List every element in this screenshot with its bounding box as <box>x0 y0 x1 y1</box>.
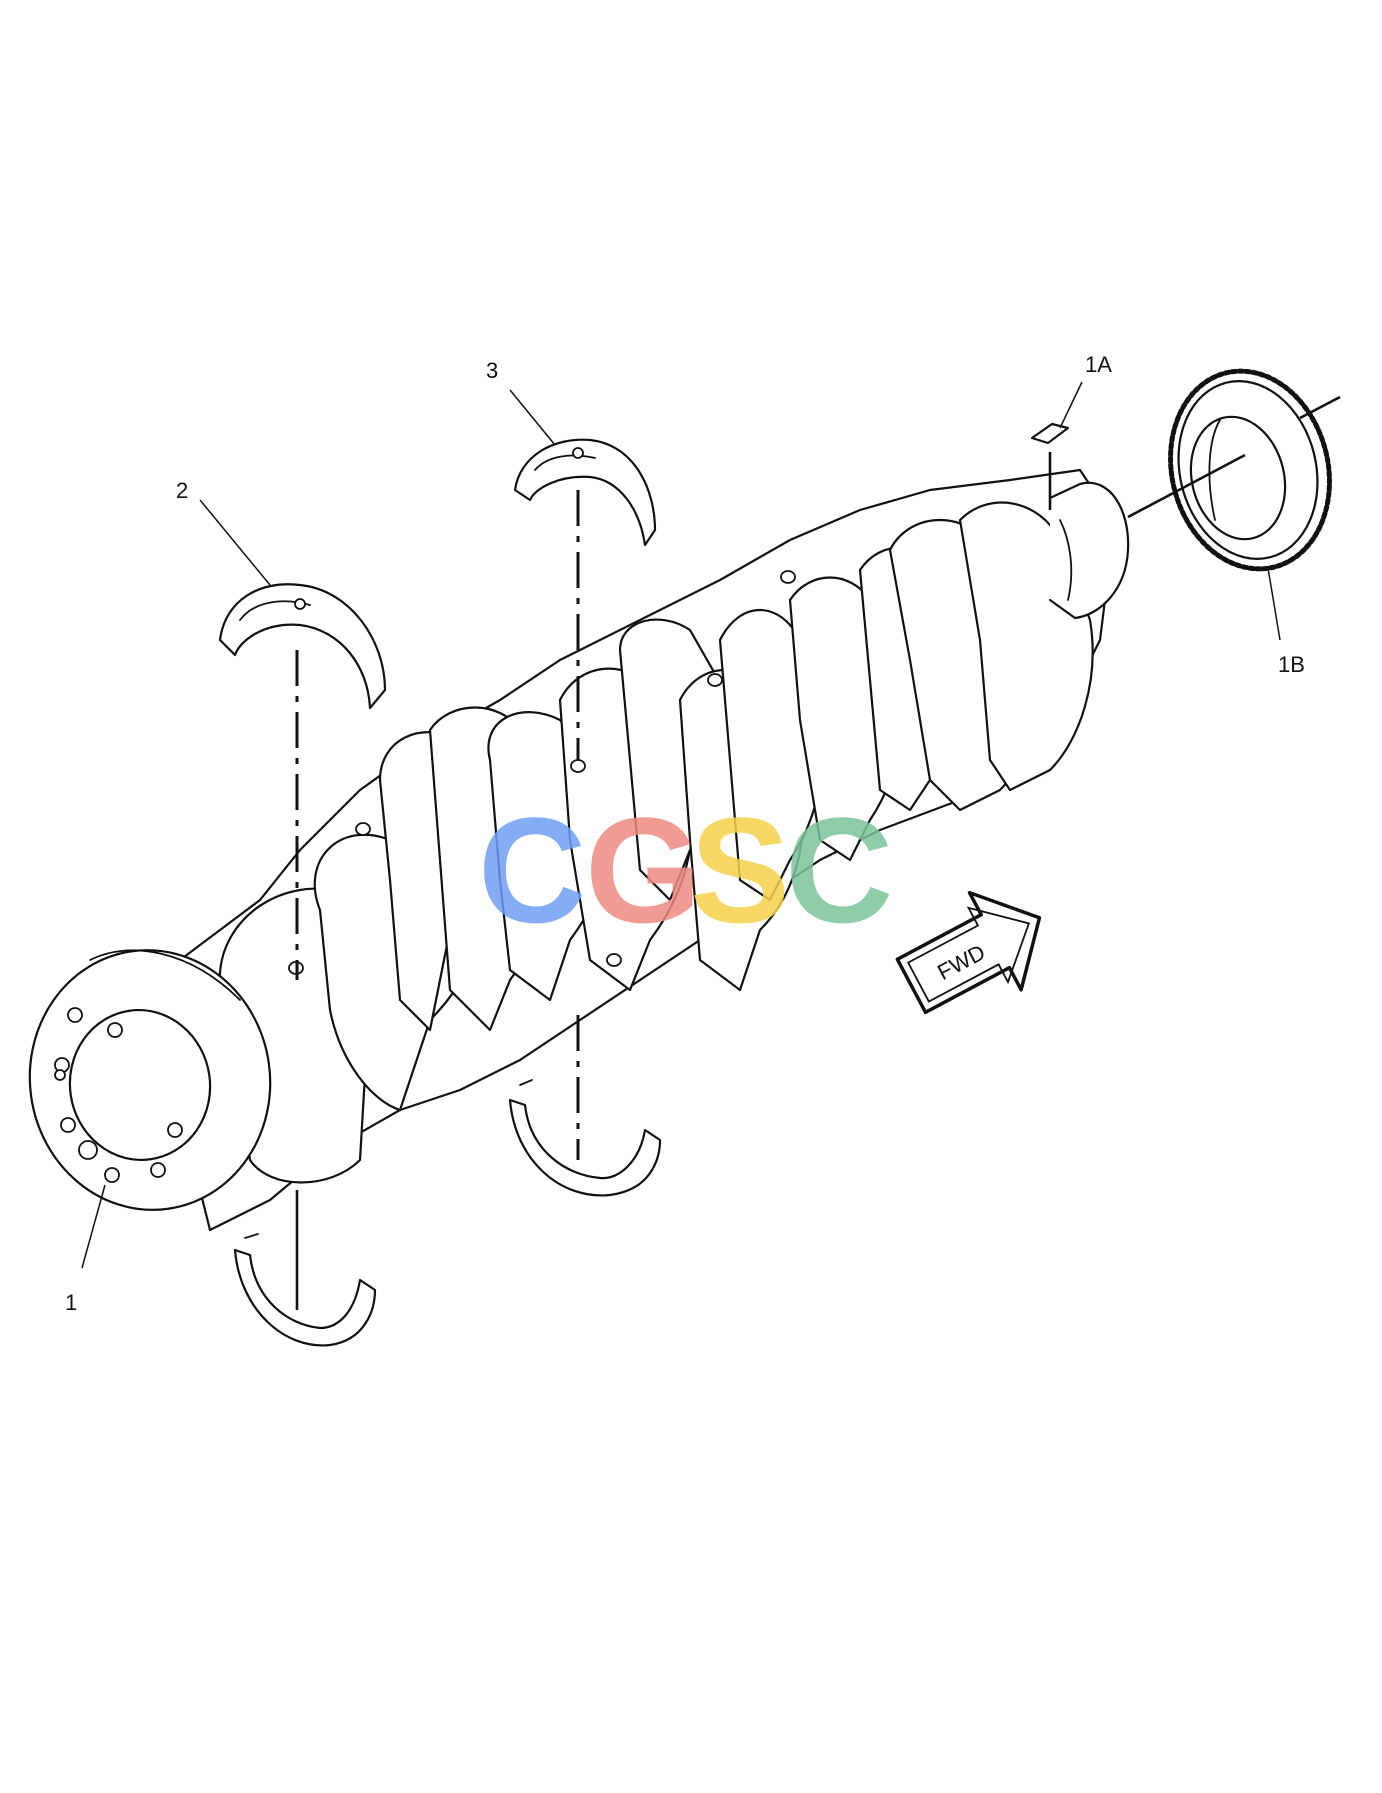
watermark-letter-c1: C <box>478 786 586 954</box>
leader-2 <box>199 499 271 586</box>
leader-1 <box>81 1184 106 1269</box>
crankshaft <box>28 468 1130 1232</box>
lower-bearing-center <box>508 1079 662 1197</box>
watermark-letter-g: G <box>585 786 702 954</box>
watermark: C G S C <box>478 786 893 954</box>
upper-bearing-thrust <box>218 583 387 710</box>
upper-bearing-main <box>513 438 657 547</box>
lower-bearing-front <box>233 1233 377 1347</box>
watermark-letter-s: S <box>690 786 790 954</box>
callout-1B: 1B <box>1278 652 1305 677</box>
callout-1A: 1A <box>1085 352 1112 377</box>
callout-1: 1 <box>65 1290 77 1315</box>
crank-gear <box>1168 368 1332 572</box>
leader-1A <box>1059 381 1083 429</box>
leader-3 <box>509 389 556 446</box>
gear-axis-line <box>1127 453 1246 519</box>
leader-1B <box>1267 567 1281 641</box>
watermark-letter-c2: C <box>785 786 893 954</box>
callout-3: 3 <box>486 358 498 383</box>
forward-arrow: FWD <box>895 890 1042 1015</box>
crank-key <box>1030 422 1070 510</box>
callout-2: 2 <box>176 478 188 503</box>
gear-axis-line-end <box>1299 395 1341 420</box>
